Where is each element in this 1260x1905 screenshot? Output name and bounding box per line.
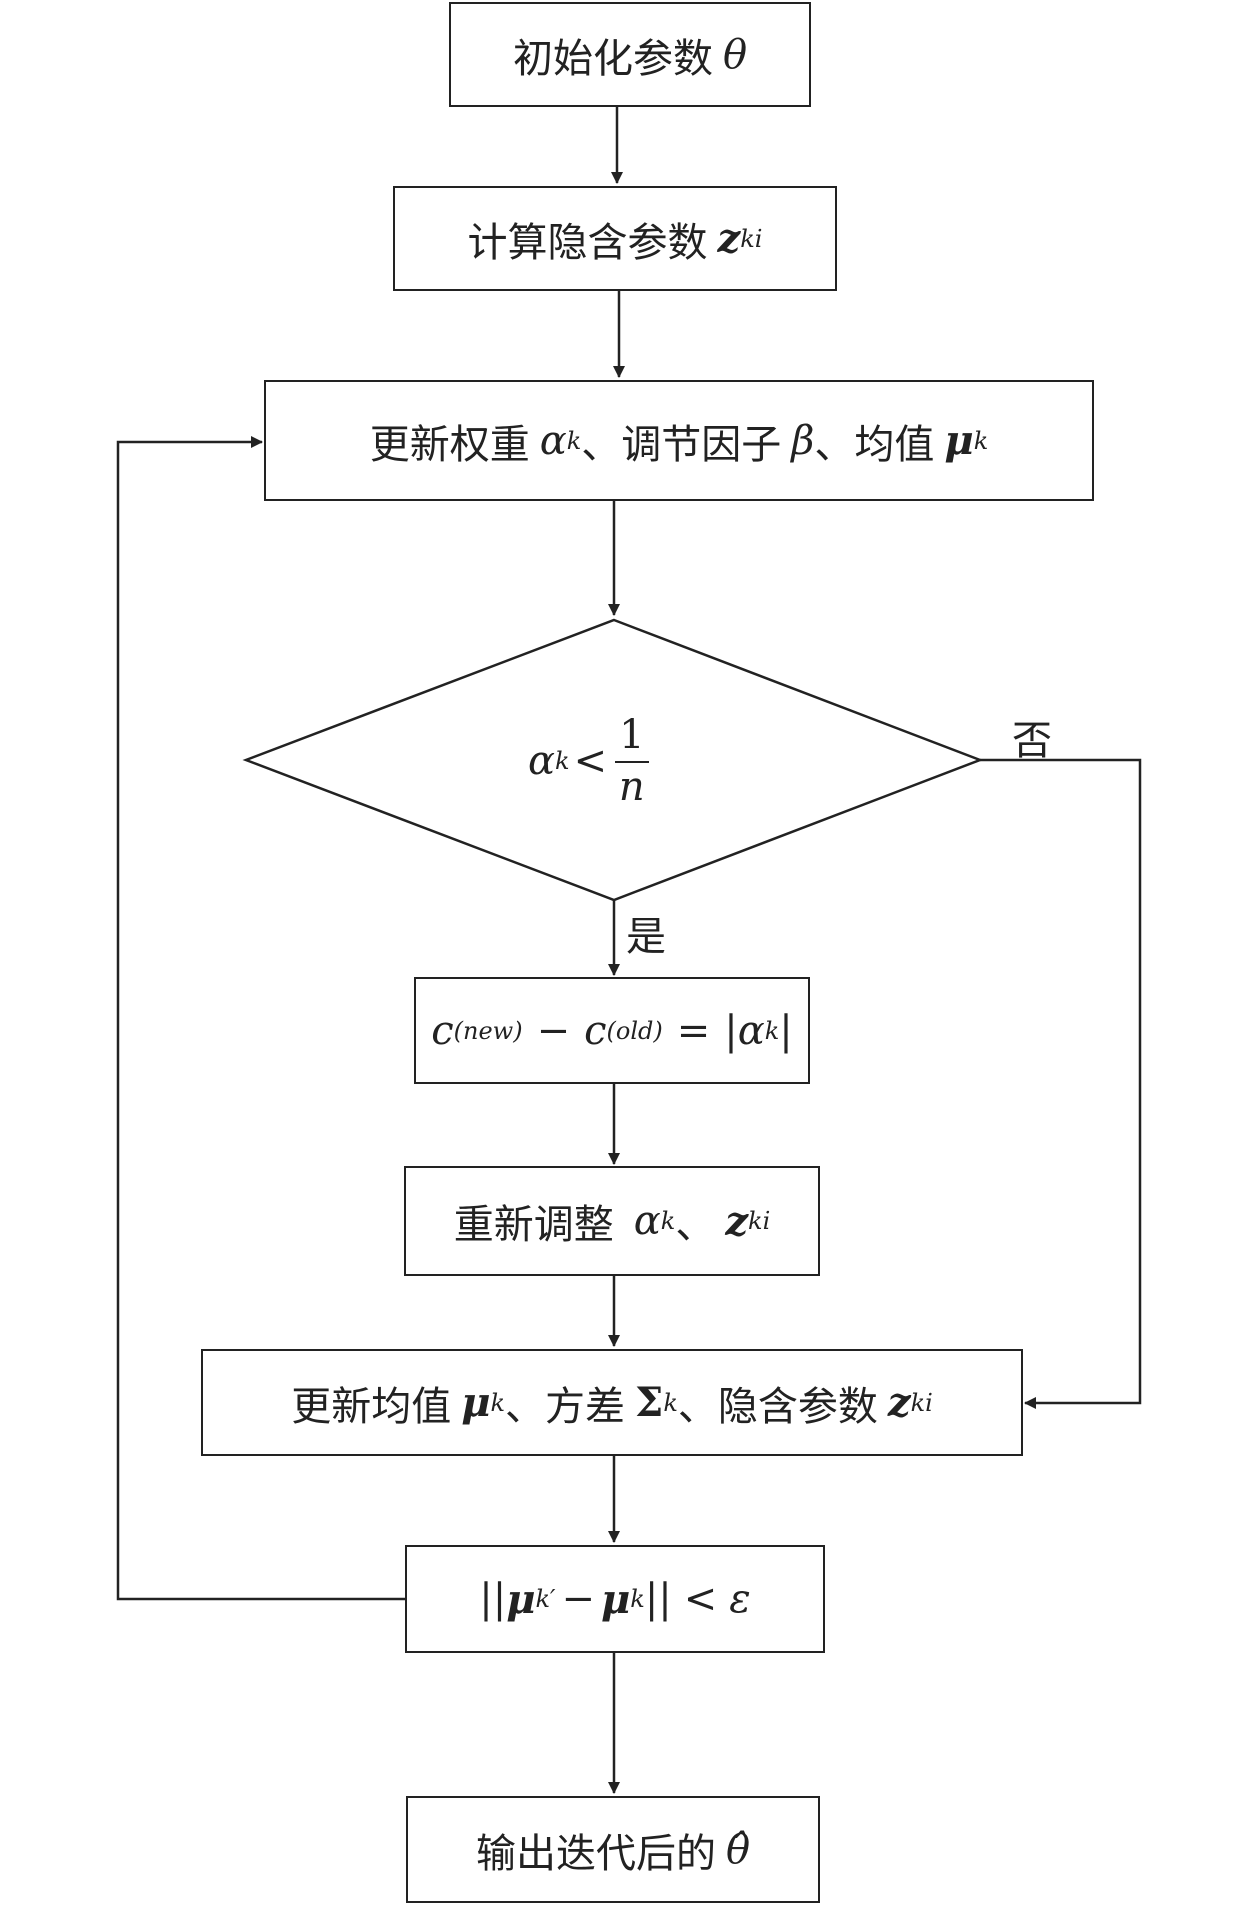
init-label: 初始化参数 [512, 35, 713, 82]
c-minus: − [536, 1007, 571, 1054]
compute-z-sub: ki [740, 224, 763, 253]
update1-beta: β [791, 417, 815, 464]
converge-minus: − [561, 1576, 595, 1622]
arrow-no-to-update2 [980, 758, 1142, 1409]
c-abs-alpha-sub: k [764, 1016, 780, 1045]
readjust-alpha: α [633, 1198, 661, 1244]
output-label: 输出迭代后的 [475, 1830, 716, 1877]
compute-z-symbol: z [717, 215, 741, 262]
update1-mu: μ [944, 417, 974, 464]
c-new: c [431, 1007, 454, 1054]
update1-mu-sub: k [973, 426, 989, 455]
update2-mu-sub: k [490, 1388, 506, 1417]
arrow-loop-back-to-update1 [116, 436, 405, 1601]
readjust-z: z [725, 1197, 749, 1245]
update2-text3: 、隐含参数 [677, 1383, 878, 1430]
converge-mu-new: μ [506, 1575, 536, 1623]
update2-mu: μ [461, 1379, 491, 1426]
node-output: 输出迭代后的 θ̂ [406, 1796, 820, 1903]
update1-alpha-sub: k [566, 426, 582, 455]
c-abs-open: | [724, 1007, 738, 1054]
update2-z-sub: ki [910, 1388, 933, 1417]
c-new-sup: (new) [453, 1016, 523, 1045]
converge-mu-old-sub: k [630, 1585, 645, 1613]
output-theta-hat: θ̂ [725, 1826, 751, 1873]
update2-sigma: Σ [635, 1379, 664, 1426]
update2-z: z [887, 1379, 911, 1426]
c-equals: = [676, 1007, 711, 1054]
c-old-sup: (old) [606, 1016, 663, 1045]
c-abs-alpha: α [737, 1007, 765, 1054]
decision-fraction: 1 n [615, 715, 649, 810]
compute-z-label: 计算隐含参数 [467, 219, 708, 266]
readjust-alpha-sub: k [660, 1207, 676, 1235]
decision-op: < [573, 738, 608, 784]
readjust-label: 重新调整 [453, 1202, 614, 1248]
update2-sigma-sub: k [663, 1388, 678, 1417]
edge-label-yes: 是 [626, 914, 666, 960]
update1-text2: 、调节因子 [581, 421, 782, 468]
update1-alpha: α [539, 417, 567, 464]
converge-op: < [683, 1576, 718, 1622]
readjust-sep: 、 [675, 1202, 716, 1248]
update1-text1: 更新权重 [369, 421, 530, 468]
decision-denominator: n [618, 764, 645, 810]
converge-norm-close: || [644, 1576, 672, 1622]
edge-label-no: 否 [1012, 718, 1052, 764]
converge-epsilon: ε [729, 1576, 751, 1622]
converge-norm-open: || [479, 1576, 507, 1622]
converge-mu-old: μ [600, 1575, 631, 1623]
node-initialize-parameters: 初始化参数 θ [449, 2, 811, 107]
c-abs-close: | [779, 1007, 793, 1054]
update2-text2: 、方差 [505, 1383, 626, 1430]
update2-text1: 更新均值 [291, 1383, 452, 1430]
init-symbol: θ [722, 31, 748, 78]
c-old: c [584, 1007, 607, 1054]
decision-alpha-sub: k [555, 747, 570, 775]
decision-numerator: 1 [615, 715, 649, 763]
converge-prime: ′ [550, 1585, 556, 1613]
decision-alpha: α [528, 738, 556, 784]
readjust-z-sub: ki [748, 1207, 771, 1235]
update1-text3: 、均值 [814, 421, 935, 468]
converge-mu-new-sub: k [535, 1585, 551, 1613]
